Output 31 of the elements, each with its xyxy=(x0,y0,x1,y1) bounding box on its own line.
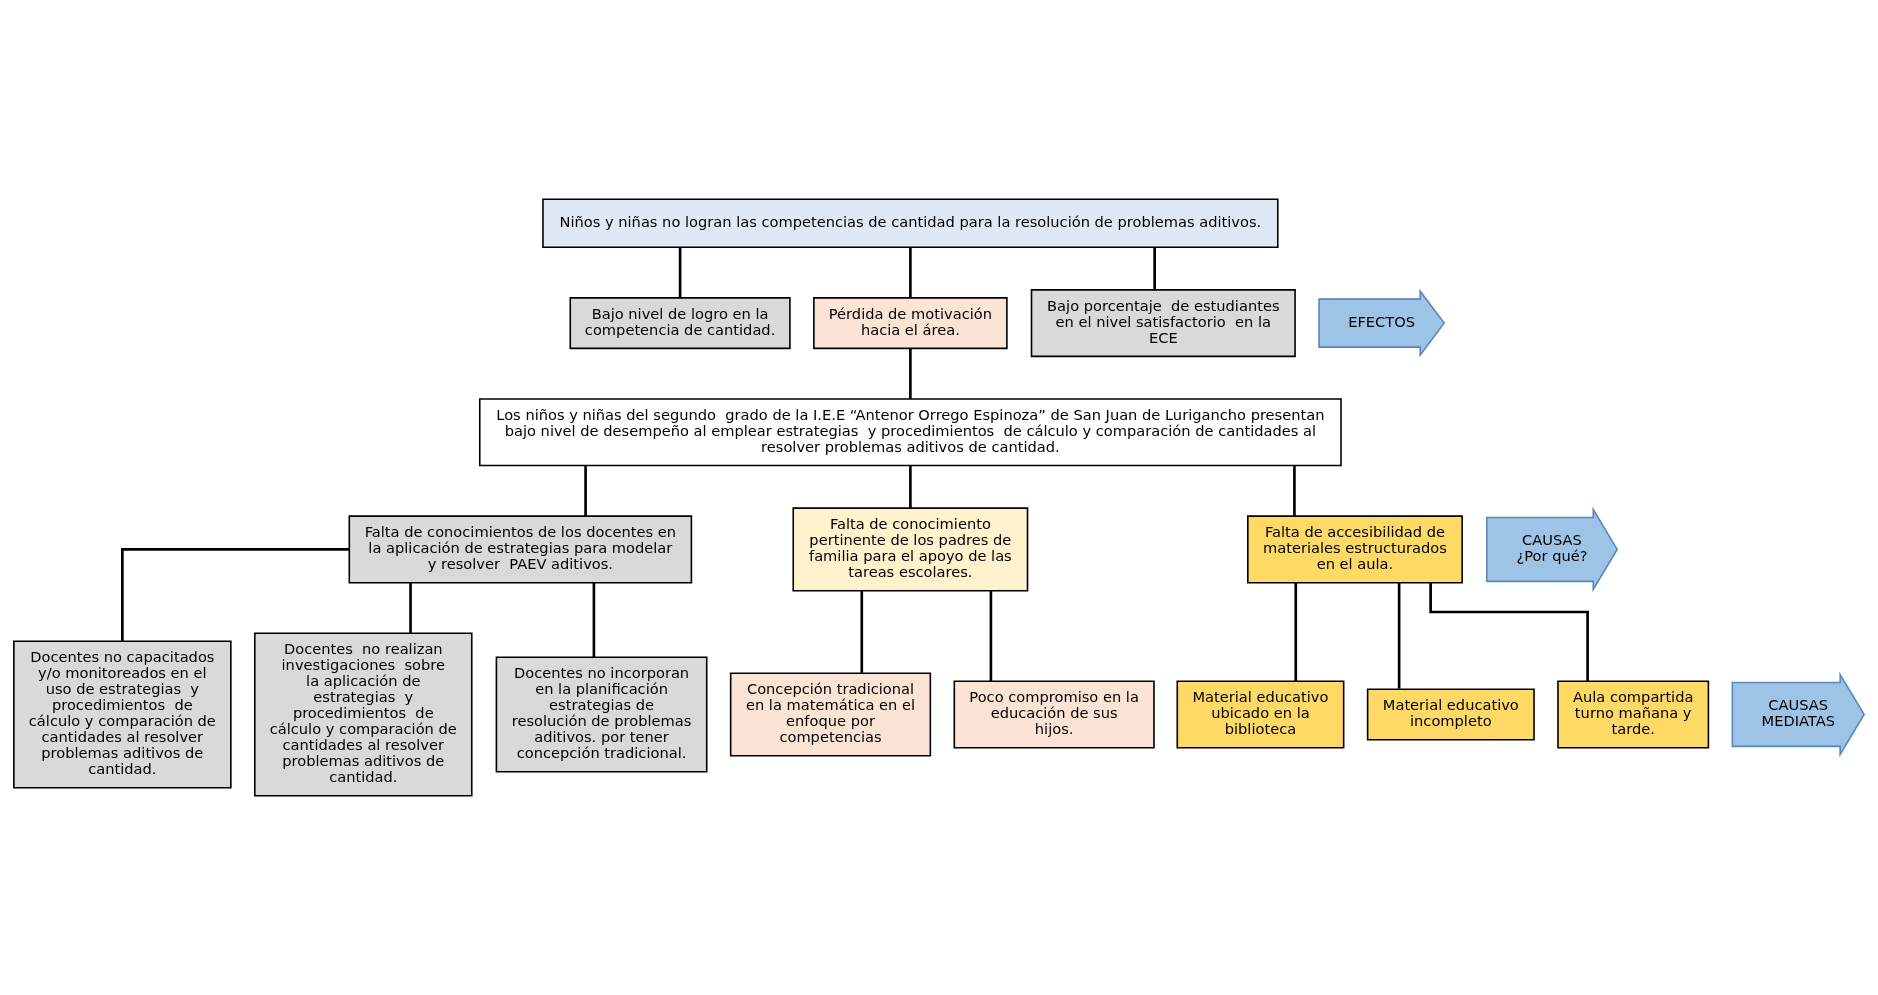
node-box: Bajo nivel de logro en la competencia de cantidad. xyxy=(569,297,791,350)
node-box: Material educativo ubicado en la biblioteca xyxy=(1176,680,1345,749)
connector xyxy=(989,591,993,682)
node-box: Material educativo incompleto xyxy=(1366,688,1535,741)
connector xyxy=(678,247,682,298)
connector xyxy=(1294,582,1298,682)
connector xyxy=(1429,582,1589,681)
node-box: Concepción tradicional en la matemática en el enfoque por competencias xyxy=(729,672,932,757)
node-box: Falta de conocimiento pertinente de los padres de familia para el apoyo de las tareas escolares. xyxy=(792,507,1029,592)
connector xyxy=(909,348,912,399)
connector xyxy=(860,591,864,673)
connector xyxy=(121,548,350,642)
node-box: Docentes no incorporan en la planificación estrategias de resolución de problemas aditivos. por tener concepción tradicional. xyxy=(495,656,708,773)
connector xyxy=(584,466,587,516)
node-box: Docentes no capacitados y/o monitoreados en el uso de estrategias y procedimientos de cálculo y comparación de cantidades al resolver problemas aditivos de cantidad. xyxy=(13,640,232,789)
node-box: Niños y niñas no logran las competencias de cantidad para la resolución de problemas aditivos. xyxy=(542,198,1279,249)
connector xyxy=(909,466,912,509)
connector xyxy=(409,582,412,633)
connector xyxy=(1397,582,1401,689)
node-box: Los niños y niñas del segundo grado de la I.E.E “Antenor Orrego Espinoza” de San Juan de Lurigancho presentan bajo nivel de desempeño al emplear estrategias y procedimientos de cálculo y comparación de cantidades al resolver problemas aditivos de cantidad. xyxy=(478,398,1342,467)
node-box: Aula compartida turno mañana y tarde. xyxy=(1557,680,1710,749)
connector xyxy=(909,247,912,298)
node-box: Poco compromiso en la educación de sus hijos. xyxy=(953,680,1155,749)
node-box: Bajo porcentaje de estudiantes en el nivel satisfactorio en la ECE xyxy=(1030,289,1296,358)
node-box: Docentes no realizan investigaciones sobre la aplicación de estrategias y procedimientos de cálculo y comparación de cantidades al resolver problemas aditivos de cantidad. xyxy=(254,632,473,797)
node-box: Falta de accesibilidad de materiales estructurados en el aula. xyxy=(1247,515,1463,584)
node-box: Pérdida de motivación hacia el área. xyxy=(813,297,1008,350)
connector xyxy=(1153,247,1156,290)
connector xyxy=(592,582,596,658)
connector xyxy=(1293,466,1296,516)
node-box: Falta de conocimientos de los docentes en la aplicación de estrategias para modelar y resolver PAEV aditivos. xyxy=(348,515,693,584)
